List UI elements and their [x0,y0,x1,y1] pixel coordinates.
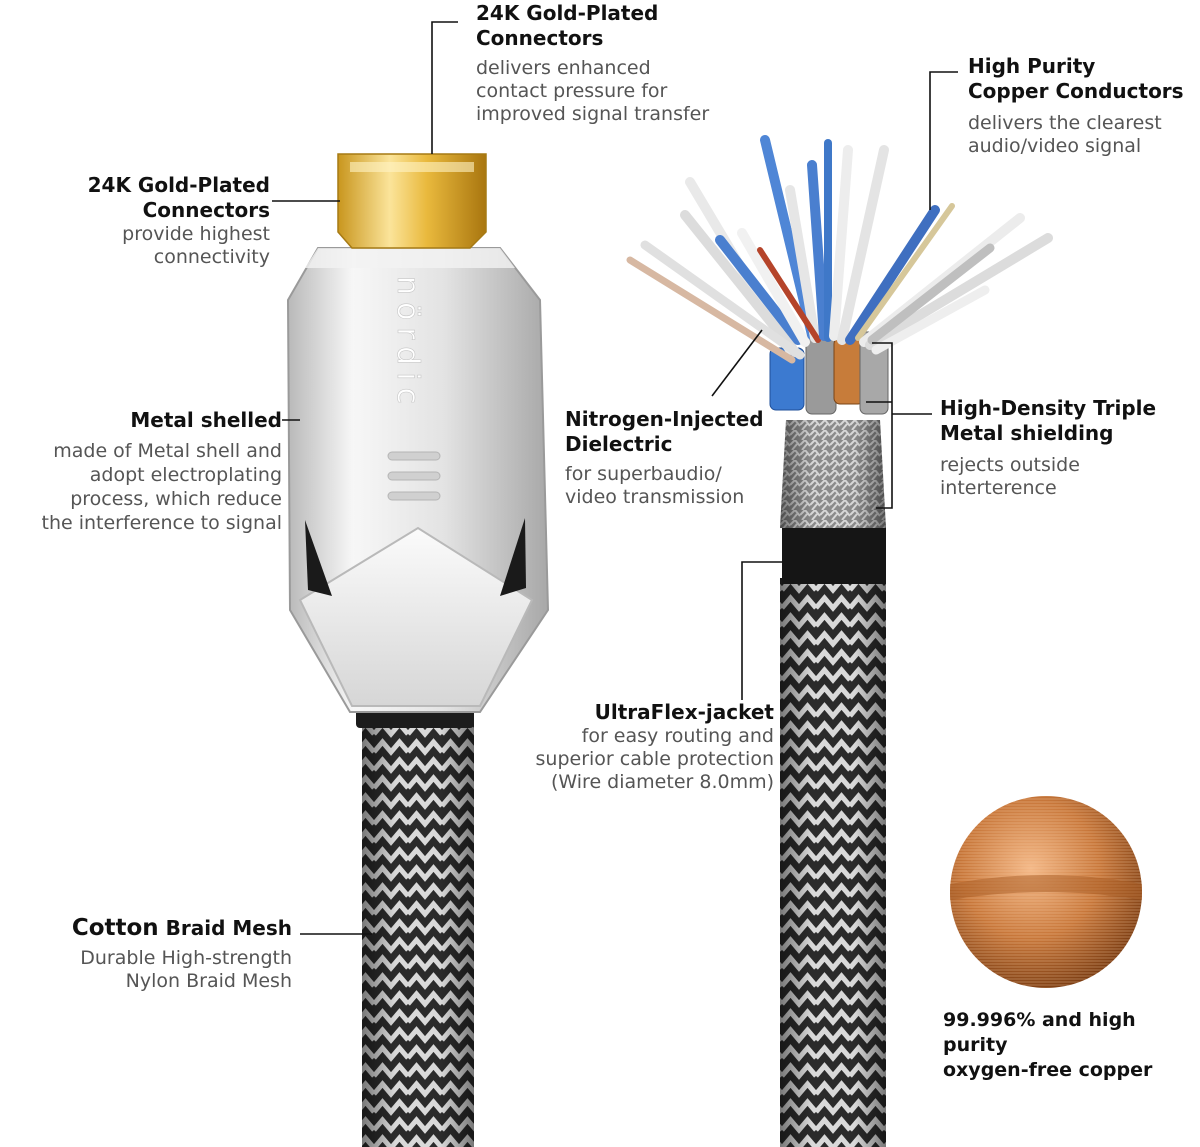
gold-plug [337,153,487,249]
callout-shielding-title: High-Density Triple Metal shielding [940,396,1157,445]
brand-logo: nördic [390,276,425,411]
callout-connector-left-title: 24K Gold-Plated Connectors [87,173,270,222]
callout-connector-left-desc: provide highest connectivity [122,223,270,268]
callout-connector-top: 24K Gold-Plated Connectors delivers enha… [476,1,709,126]
callout-conductors: High Purity Copper Conductors delivers t… [968,54,1184,158]
callout-connector-left: 24K Gold-Plated Connectors provide highe… [88,173,270,269]
hdmi-connector: nördic [286,153,550,1147]
callout-connector-top-title: 24K Gold-Plated Connectors [476,1,659,50]
callout-connector-top-desc: delivers enhanced contact pressure for i… [476,57,710,125]
callout-metal-shell-title: Metal shelled [130,408,282,432]
callout-shielding: High-Density Triple Metal shielding reje… [940,396,1156,500]
callout-metal-shell: Metal shelled made of Metal shell and ad… [42,408,283,535]
wires [626,135,1053,364]
callout-jacket-title: UltraFlex-jacket [594,700,774,724]
callout-braid-mesh: Cotton Braid Mesh Durable High-strength … [72,916,292,993]
callout-braid-mesh-title-word: Cotton [71,915,159,941]
callout-metal-shell-desc: made of Metal shell and adopt electropla… [41,440,283,534]
cable-cross-section [626,135,1053,1147]
callout-dielectric-title: Nitrogen-Injected Dielectric [565,407,764,456]
callout-shielding-desc: rejects outside interterence [940,454,1080,499]
callout-dielectric-desc: for superbaudio/ video transmission [565,463,745,508]
callout-jacket-desc: for easy routing and superior cable prot… [535,725,774,793]
inner-jacket [782,524,886,584]
callout-copper: 99.996% and high purity oxygen-free copp… [943,1008,1200,1083]
callout-braid-mesh-title: Cotton Braid Mesh [72,916,292,941]
callout-braid-mesh-title-rest: Braid Mesh [165,916,292,940]
callout-jacket: UltraFlex-jacket for easy routing and su… [536,700,774,794]
callout-braid-mesh-desc: Durable High-strength Nylon Braid Mesh [80,947,292,992]
copper-ball [950,796,1142,988]
callout-conductors-desc: delivers the clearest audio/video signal [968,112,1162,157]
callout-dielectric: Nitrogen-Injected Dielectric for superba… [565,407,764,509]
callout-copper-title: 99.996% and high purity oxygen-free copp… [943,1009,1153,1081]
leader-lines [272,21,958,935]
callout-conductors-title: High Purity Copper Conductors [968,54,1184,103]
